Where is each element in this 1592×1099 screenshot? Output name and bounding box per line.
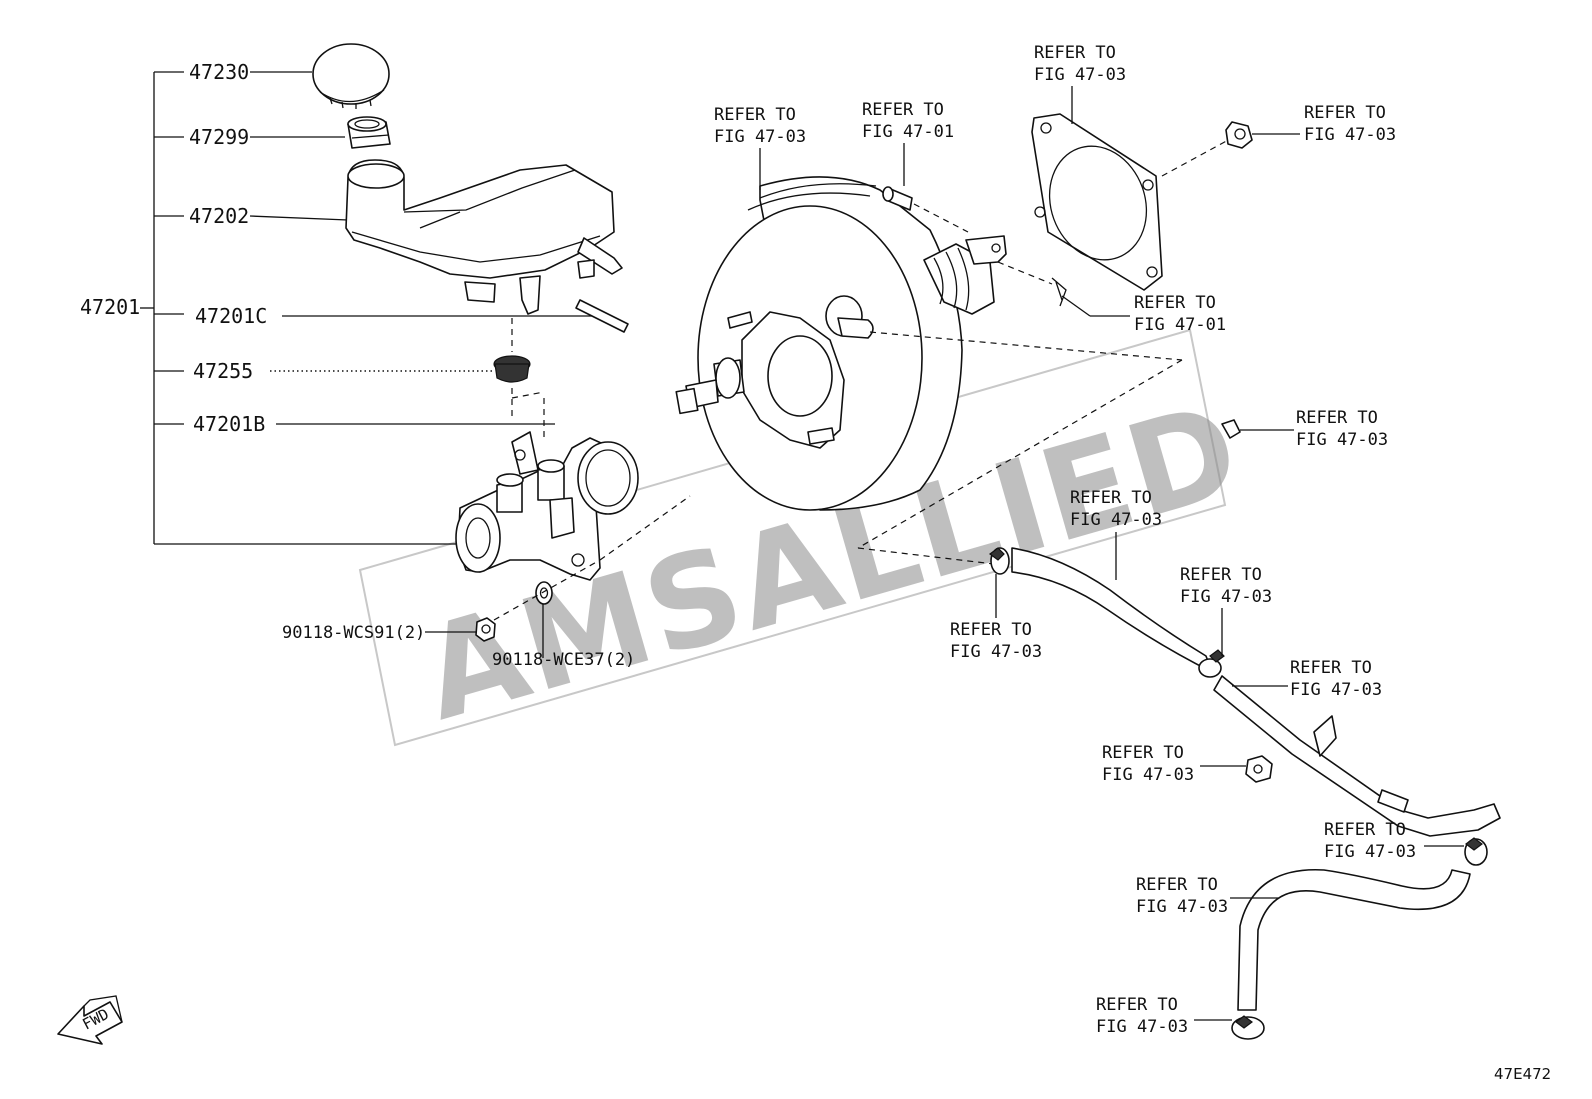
refer-label-lower-hose: REFER TO FIG 47-03 — [1136, 875, 1278, 917]
svg-text:REFER TO: REFER TO — [1290, 658, 1372, 678]
svg-text:FIG 47-03: FIG 47-03 — [1304, 125, 1396, 145]
svg-text:REFER TO: REFER TO — [1070, 488, 1152, 508]
master-cylinder-body — [455, 431, 639, 581]
hose-clamp-1 — [989, 547, 1010, 575]
svg-text:FIG 47-03: FIG 47-03 — [1290, 680, 1382, 700]
svg-text:REFER TO: REFER TO — [1296, 408, 1378, 428]
svg-text:REFER TO: REFER TO — [1134, 293, 1216, 313]
reservoir-strainer — [347, 116, 391, 149]
svg-text:FIG 47-03: FIG 47-03 — [714, 127, 806, 147]
part-number-47255: 47255 — [193, 359, 253, 383]
brake-fluid-reservoir — [345, 159, 623, 315]
hose-clamp-3 — [1464, 837, 1488, 866]
svg-text:FIG 47-03: FIG 47-03 — [1096, 1017, 1188, 1037]
booster-gasket — [1031, 113, 1163, 291]
pipe-nut — [1245, 755, 1273, 783]
part-number-47201: 47201 — [80, 295, 140, 319]
svg-text:REFER TO: REFER TO — [1034, 43, 1116, 63]
reservoir-grommet — [493, 355, 531, 383]
svg-text:FIG 47-03: FIG 47-03 — [1180, 587, 1272, 607]
svg-text:REFER TO: REFER TO — [714, 105, 796, 125]
part-number-47299: 47299 — [189, 125, 249, 149]
svg-text:REFER TO: REFER TO — [950, 620, 1032, 640]
refer-label-booster: REFER TO FIG 47-03 — [714, 105, 806, 190]
forward-arrow-icon: FWD — [57, 995, 123, 1045]
part-number-90118-wce37: 90118-WCE37(2) — [492, 650, 635, 670]
svg-text:FIG 47-03: FIG 47-03 — [950, 642, 1042, 662]
svg-text:FIG 47-03: FIG 47-03 — [1136, 897, 1228, 917]
refer-label-pipe-nut: REFER TO FIG 47-03 — [1102, 743, 1246, 785]
refer-label-gasket: REFER TO FIG 47-03 — [1034, 43, 1126, 124]
brake-booster — [675, 176, 1007, 511]
assembly-bracket — [140, 71, 458, 545]
refer-label-clamp-1: REFER TO FIG 47-03 — [950, 574, 1042, 662]
refer-label-small-bolt: REFER TO FIG 47-03 — [1296, 408, 1388, 450]
reservoir-pin — [575, 299, 629, 333]
part-number-47230: 47230 — [189, 60, 249, 84]
svg-text:REFER TO: REFER TO — [862, 100, 944, 120]
booster-nut-top — [1225, 121, 1253, 149]
svg-text:FIG 47-03: FIG 47-03 — [1324, 842, 1416, 862]
svg-text:REFER TO: REFER TO — [1136, 875, 1218, 895]
refer-label-booster-nut: REFER TO FIG 47-03 — [1252, 103, 1396, 145]
refer-label-pipe: REFER TO FIG 47-03 — [1232, 658, 1382, 700]
hose-clamp-2 — [1198, 649, 1225, 678]
refer-label-clamp-3: REFER TO FIG 47-03 — [1324, 820, 1464, 862]
svg-text:FIG 47-03: FIG 47-03 — [1296, 430, 1388, 450]
svg-text:REFER TO: REFER TO — [1096, 995, 1178, 1015]
svg-text:FIG 47-03: FIG 47-03 — [1070, 510, 1162, 530]
refer-label-upper-hose: REFER TO FIG 47-03 — [1070, 488, 1162, 580]
retaining-clip — [1051, 277, 1067, 307]
clevis-pin — [882, 186, 913, 211]
nut-90118-wcs91 — [475, 617, 496, 642]
refer-label-clevis-pin: REFER TO FIG 47-01 — [862, 100, 954, 186]
svg-text:REFER TO: REFER TO — [1180, 565, 1262, 585]
svg-text:REFER TO: REFER TO — [1324, 820, 1406, 840]
refer-label-clip: REFER TO FIG 47-01 — [1061, 293, 1226, 335]
refer-label-clamp-4: REFER TO FIG 47-03 — [1096, 995, 1232, 1037]
vacuum-pipe — [1213, 675, 1501, 837]
svg-text:FIG 47-01: FIG 47-01 — [862, 122, 954, 142]
svg-text:FIG 47-03: FIG 47-03 — [1034, 65, 1126, 85]
svg-text:REFER TO: REFER TO — [1304, 103, 1386, 123]
part-number-47201C: 47201C — [195, 304, 267, 328]
vacuum-hose-lower — [1237, 868, 1471, 1011]
hose-clamp-4 — [1231, 1015, 1265, 1040]
svg-text:FIG 47-03: FIG 47-03 — [1102, 765, 1194, 785]
small-bolt — [1221, 419, 1294, 439]
reservoir-cap — [312, 43, 390, 109]
part-number-47201B: 47201B — [193, 412, 265, 436]
figure-code: 47E472 — [1494, 1065, 1551, 1083]
washer-90118-wce37 — [535, 581, 553, 605]
svg-text:FIG 47-01: FIG 47-01 — [1134, 315, 1226, 335]
part-number-47202: 47202 — [189, 204, 249, 228]
refer-label-clamp-2: REFER TO FIG 47-03 — [1180, 565, 1272, 656]
part-number-90118-wcs91: 90118-WCS91(2) — [282, 623, 425, 643]
svg-text:REFER TO: REFER TO — [1102, 743, 1184, 763]
